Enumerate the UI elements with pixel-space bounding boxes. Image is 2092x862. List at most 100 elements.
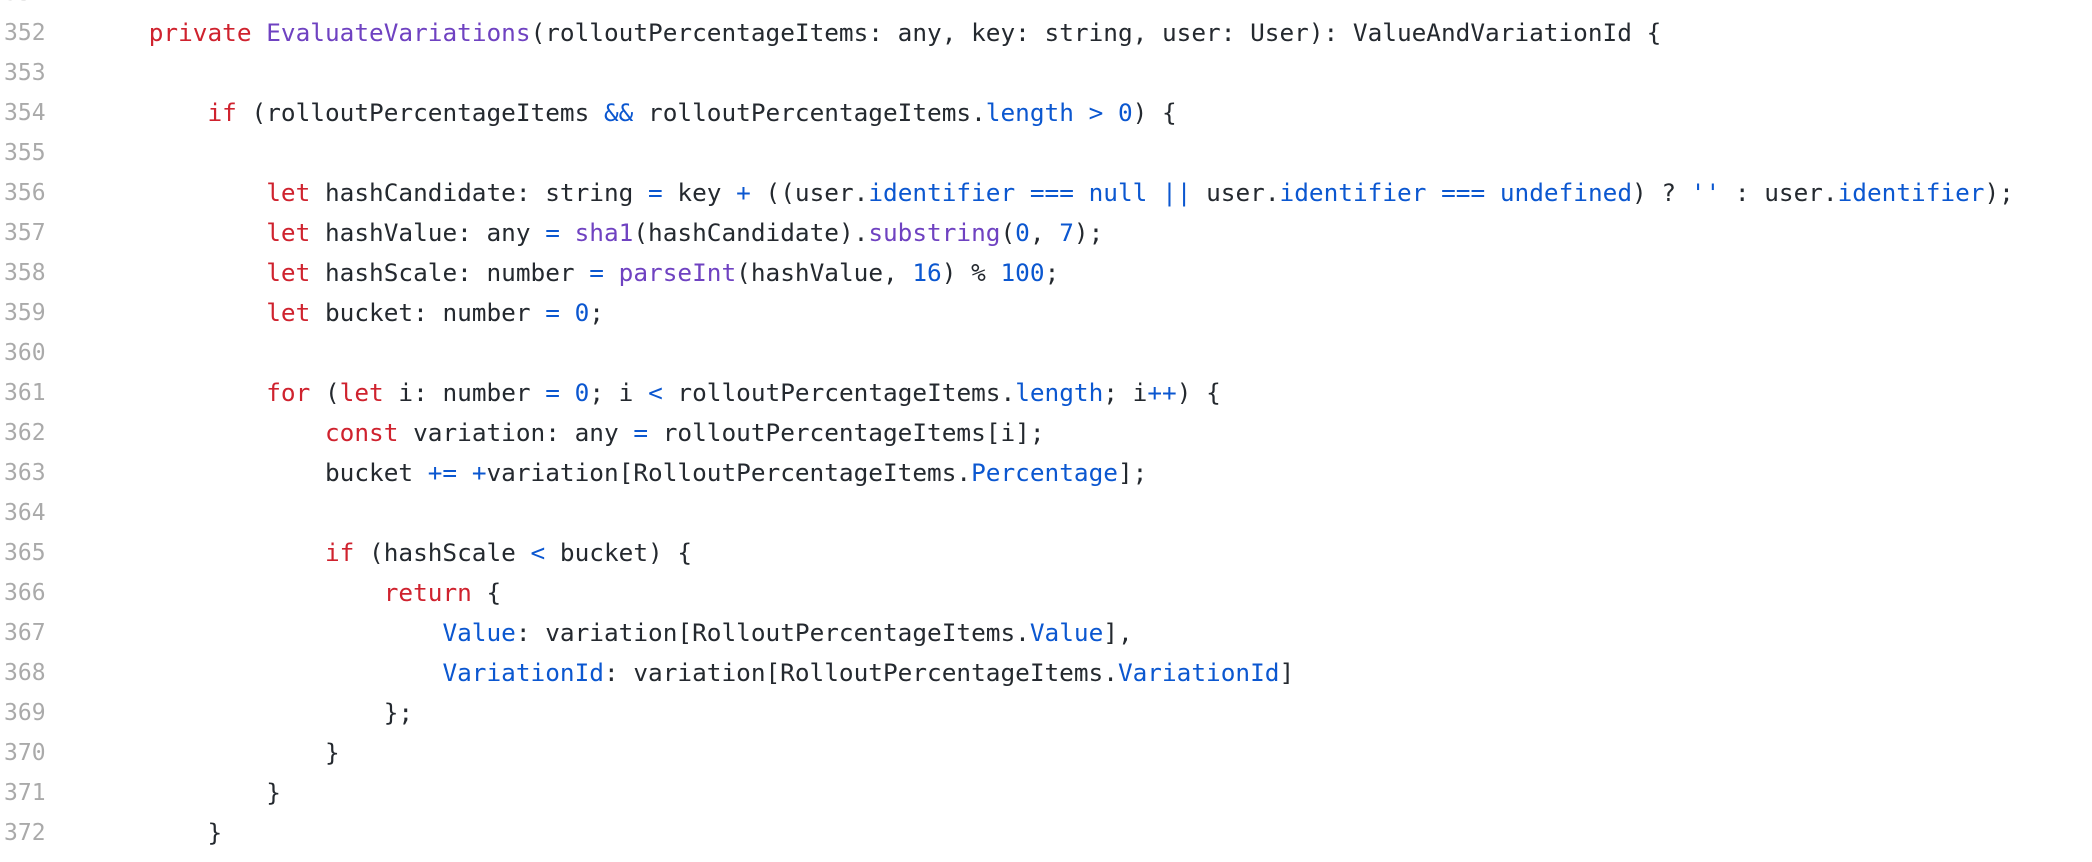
code-line[interactable]: 361 for (let i: number = 0; i < rolloutP… — [0, 373, 2092, 413]
text-token: hashScale: number — [310, 258, 590, 287]
text-token — [90, 578, 384, 607]
line-source: private EvaluateVariations(rolloutPercen… — [90, 13, 1662, 53]
literal-token: identifier — [1837, 178, 1985, 207]
line-source: Value: variation[RolloutPercentageItems.… — [90, 613, 1133, 653]
line-source: let hashScale: number = parseInt(hashVal… — [90, 253, 1059, 293]
text-token: } — [90, 778, 281, 807]
literal-token: ++ — [1147, 378, 1177, 407]
keyword-token: for — [266, 378, 311, 407]
code-line[interactable]: 367 Value: variation[RolloutPercentageIt… — [0, 613, 2092, 653]
code-line[interactable]: 371 } — [0, 773, 2092, 813]
keyword-token: let — [266, 298, 311, 327]
text-token: , — [1029, 218, 1060, 247]
line-number: 371 — [4, 780, 46, 806]
text-token — [560, 378, 575, 407]
text-token — [252, 18, 267, 47]
code-line[interactable]: 372 } — [0, 813, 2092, 853]
line-source: if (rolloutPercentageItems && rolloutPer… — [90, 93, 1177, 133]
literal-token: === — [1441, 178, 1486, 207]
literal-token: && — [603, 98, 634, 127]
text-token: ; i — [589, 378, 649, 407]
keyword-token: let — [266, 178, 311, 207]
text-token: (hashScale — [354, 538, 531, 567]
text-token: : variation[RolloutPercentageItems. — [515, 618, 1030, 647]
text-token: bucket) { — [545, 538, 693, 567]
keyword-token: private — [148, 18, 252, 47]
line-number: 363 — [4, 460, 46, 486]
literal-token: Value — [442, 618, 516, 647]
code-line[interactable]: 370 } — [0, 733, 2092, 773]
code-line[interactable]: 365 if (hashScale < bucket) { — [0, 533, 2092, 573]
line-number: 359 — [4, 300, 46, 326]
text-token — [90, 18, 149, 47]
line-number: 357 — [4, 220, 46, 246]
literal-token: length — [985, 98, 1074, 127]
text-token — [604, 258, 619, 287]
literal-token: Percentage — [971, 458, 1118, 487]
literal-token: Value — [1029, 618, 1104, 647]
line-number: 361 — [4, 380, 46, 406]
code-line[interactable]: 357 let hashValue: any = sha1(hashCandid… — [0, 213, 2092, 253]
text-token — [90, 298, 266, 327]
text-token: ], — [1103, 618, 1133, 647]
code-line[interactable]: 356 let hashCandidate: string = key + ((… — [0, 173, 2092, 213]
literal-token: '' — [1690, 178, 1721, 207]
line-number: 352 — [4, 20, 46, 46]
text-token — [90, 378, 266, 407]
code-line[interactable]: 362 const variation: any = rolloutPercen… — [0, 413, 2092, 453]
literal-token: VariationId — [442, 658, 604, 687]
literal-token: 0 — [1015, 218, 1030, 247]
line-source: VariationId: variation[RolloutPercentage… — [90, 653, 1294, 693]
code-line[interactable]: 368 VariationId: variation[RolloutPercen… — [0, 653, 2092, 693]
code-line[interactable]: 369 }; — [0, 693, 2092, 733]
code-line[interactable]: 354 if (rolloutPercentageItems && rollou… — [0, 93, 2092, 133]
code-line[interactable]: 364 — [0, 493, 2092, 533]
line-number: 367 — [4, 620, 46, 646]
line-number: 354 — [4, 100, 46, 126]
line-number: 353 — [4, 60, 46, 86]
text-token: ; — [589, 298, 604, 327]
line-source: bucket += +variation[RolloutPercentageIt… — [90, 453, 1147, 493]
literal-token: < — [648, 378, 663, 407]
line-number: 369 — [4, 700, 46, 726]
text-token — [90, 98, 207, 127]
code-line[interactable]: 353 — [0, 53, 2092, 93]
literal-token: = — [648, 178, 663, 207]
text-token — [1147, 178, 1162, 207]
code-line[interactable]: 351 — [0, 0, 2092, 13]
text-token: ) { — [1132, 98, 1177, 127]
keyword-token: return — [383, 578, 472, 607]
line-source: } — [90, 773, 281, 813]
literal-token: identifier — [868, 178, 1016, 207]
line-number: 351 — [4, 0, 48, 13]
literal-token: 16 — [912, 258, 942, 287]
code-line[interactable]: 355 — [0, 133, 2092, 173]
literal-token: + — [471, 458, 487, 487]
code-line[interactable]: 363 bucket += +variation[RolloutPercenta… — [0, 453, 2092, 493]
line-number: 358 — [4, 260, 46, 286]
literal-token: = — [545, 378, 560, 407]
line-source: let hashCandidate: string = key + ((user… — [90, 173, 2014, 213]
text-token — [90, 658, 442, 687]
line-number: 366 — [4, 580, 46, 606]
text-token — [457, 458, 472, 487]
code-line[interactable]: 366 return { — [0, 573, 2092, 613]
code-line[interactable]: 360 — [0, 333, 2092, 373]
literal-token: 0 — [574, 378, 590, 407]
line-number: 356 — [4, 180, 46, 206]
text-token: ) ? — [1632, 178, 1691, 207]
line-source: if (hashScale < bucket) { — [90, 533, 692, 573]
literal-token: = — [545, 298, 560, 327]
text-token: } — [90, 738, 340, 767]
text-token: variation[RolloutPercentageItems. — [486, 458, 972, 487]
code-line[interactable]: 359 let bucket: number = 0; — [0, 293, 2092, 333]
literal-token: identifier — [1279, 178, 1427, 207]
text-token: ]; — [1117, 458, 1148, 487]
code-line[interactable]: 358 let hashScale: number = parseInt(has… — [0, 253, 2092, 293]
function-token: sha1 — [574, 218, 634, 247]
code-line[interactable]: 352 private EvaluateVariations(rolloutPe… — [0, 13, 2092, 53]
function-token: EvaluateVariations — [266, 18, 531, 47]
text-token: hashCandidate: string — [310, 178, 649, 207]
text-token — [1074, 178, 1089, 207]
